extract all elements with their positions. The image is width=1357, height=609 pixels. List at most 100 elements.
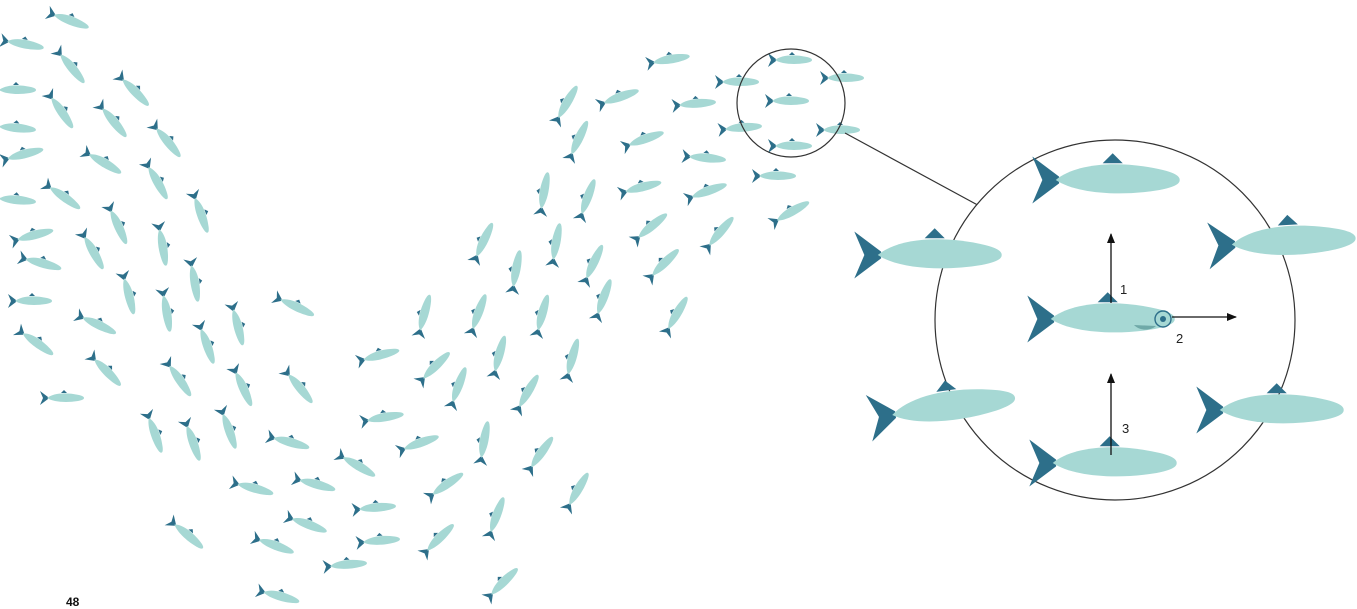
arrow-2-label: 2 <box>1176 331 1183 346</box>
fish-icon <box>528 292 555 340</box>
fish-icon <box>254 582 302 606</box>
fish-icon <box>532 170 555 217</box>
fish-icon <box>112 68 155 111</box>
arrow-3-label: 3 <box>1122 421 1129 436</box>
fish-icon <box>40 390 84 405</box>
fish-icon <box>571 176 602 224</box>
fish-icon <box>641 243 684 286</box>
fish-icon <box>485 333 512 381</box>
fish-icon <box>587 276 618 324</box>
fish-icon <box>138 156 174 203</box>
fish-icon <box>422 466 468 505</box>
fish-icon <box>594 82 642 113</box>
fish-icon <box>682 176 730 207</box>
fish-icon <box>0 190 37 209</box>
arrow-1-label: 1 <box>1120 282 1127 297</box>
fish-icon <box>442 364 473 412</box>
fish-icon <box>115 269 142 317</box>
fish-icon <box>282 508 330 539</box>
fish-icon <box>561 117 594 164</box>
fish-icon <box>228 474 276 501</box>
fish-icon <box>394 428 442 459</box>
fish-icon <box>0 82 36 97</box>
fish-icon <box>151 220 174 267</box>
fish-icon <box>504 248 527 295</box>
fish-icon <box>226 362 259 409</box>
page-number: 48 <box>66 595 80 609</box>
fish-icon <box>416 518 459 561</box>
fish-icon <box>322 555 368 574</box>
fish-icon <box>520 432 559 478</box>
fish-icon <box>698 212 739 256</box>
fish-icon <box>79 144 126 180</box>
fish-icon <box>472 419 495 466</box>
fish-icon <box>159 355 198 401</box>
fish-icon <box>164 513 208 554</box>
fish-icon <box>264 428 312 455</box>
fish-icon <box>354 342 402 369</box>
fish-icon <box>671 94 717 113</box>
fish-icon <box>0 118 37 137</box>
fish-icon <box>358 406 405 429</box>
fish-icon <box>73 307 120 340</box>
fish-icon <box>101 200 134 247</box>
fish-icon <box>0 141 46 168</box>
fish-icon <box>576 241 609 288</box>
fish-icon <box>466 219 499 266</box>
fish-icon <box>616 174 664 201</box>
fish-icon <box>39 176 85 215</box>
fish-icon <box>41 87 80 133</box>
fish-icon <box>50 44 91 88</box>
fish-icon <box>681 148 727 167</box>
fish-icon <box>412 346 455 389</box>
fish-icon <box>8 293 52 308</box>
fish-icon <box>752 168 796 183</box>
fish-icon <box>183 256 206 303</box>
fish-icon <box>16 249 64 276</box>
fish-icon <box>271 289 318 322</box>
fish-icon <box>765 93 809 108</box>
fish-icon <box>355 531 401 550</box>
fish-icon <box>715 74 759 89</box>
fish-icon <box>768 52 812 67</box>
fish-icon <box>410 292 437 340</box>
fish-icon <box>12 322 58 361</box>
fish-icon <box>658 292 694 339</box>
fish-icon <box>644 48 691 71</box>
fish-icon <box>619 124 667 155</box>
fish-icon <box>278 364 319 408</box>
fish-icon <box>480 494 511 542</box>
fish-icon <box>0 32 46 55</box>
fish-icon <box>74 226 110 273</box>
fish-icon <box>290 470 338 497</box>
fish-icon <box>768 138 812 153</box>
fish-icon <box>139 408 170 456</box>
fish-icon <box>480 562 523 605</box>
fish-icon <box>766 195 813 231</box>
fish-icon <box>559 468 595 515</box>
fish-icon <box>544 221 567 268</box>
zoom-connector-line <box>844 132 986 210</box>
fish-icon <box>177 416 208 464</box>
fish-icon <box>191 319 222 367</box>
fish-icon <box>462 291 493 339</box>
fish-icon <box>224 300 251 348</box>
fish-icon <box>92 98 133 142</box>
fish-icon <box>8 222 56 249</box>
fish-icon <box>628 207 672 248</box>
fish-icon <box>146 118 187 162</box>
fish-school <box>0 4 864 606</box>
fish-icon <box>509 370 545 417</box>
fish-icon <box>155 286 178 333</box>
fish-icon <box>820 70 864 85</box>
fish-icon <box>44 4 92 35</box>
fish-icon <box>548 81 584 128</box>
fish-icon <box>351 498 397 517</box>
fish-icon <box>185 188 216 236</box>
fish-icon <box>84 348 127 391</box>
center-fish-eye-highlight <box>1134 310 1172 330</box>
fish-icon <box>213 404 244 452</box>
fish-icon <box>333 447 380 483</box>
